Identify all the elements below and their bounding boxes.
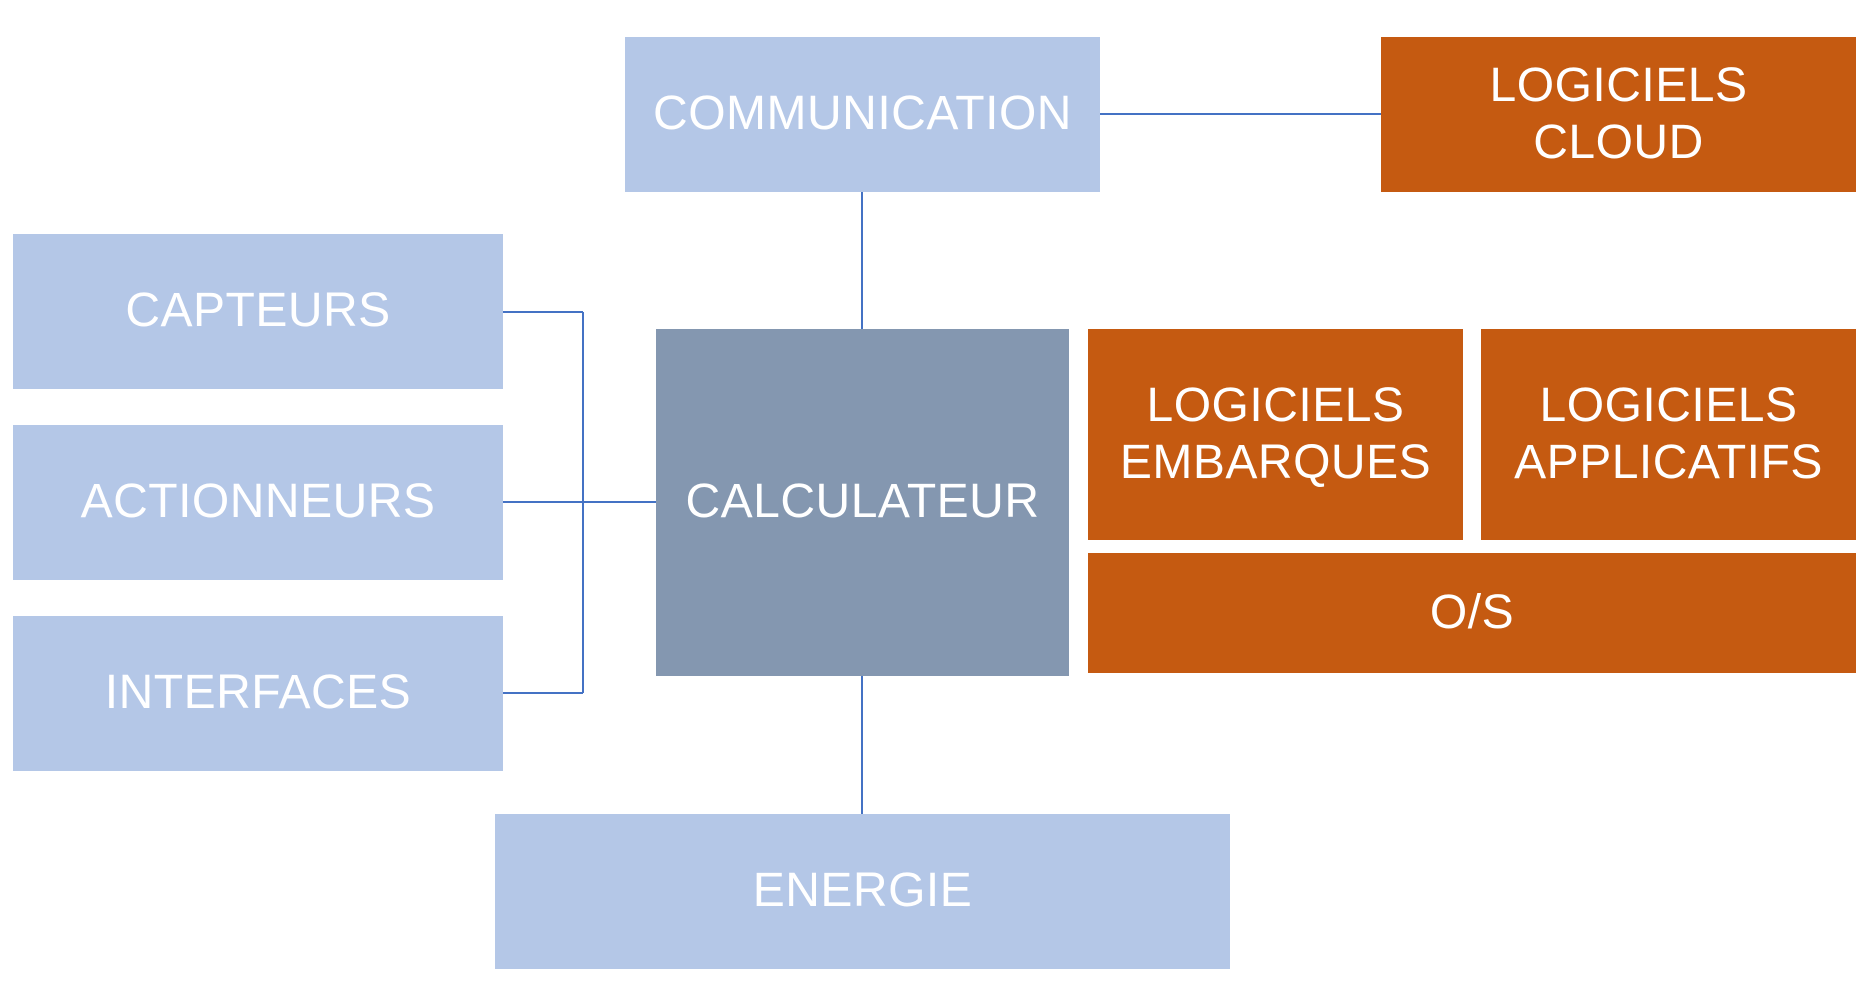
- energie-label: ENERGIE: [752, 864, 973, 918]
- logiciels-cloud-label: LOGICIELS CLOUD: [1489, 58, 1748, 169]
- os-box: O/S: [1088, 553, 1856, 673]
- energie-box: ENERGIE: [495, 814, 1230, 969]
- logiciels-embarques-label: LOGICIELS EMBARQUES: [1119, 378, 1432, 489]
- actionneurs-label: ACTIONNEURS: [80, 475, 436, 529]
- logiciels-embarques-box: LOGICIELS EMBARQUES: [1088, 329, 1463, 540]
- calculateur-box: CALCULATEUR: [656, 329, 1069, 676]
- calculateur-label: CALCULATEUR: [685, 475, 1040, 529]
- logiciels-applicatifs-label: LOGICIELS APPLICATIFS: [1514, 378, 1823, 489]
- capteurs-label: CAPTEURS: [125, 284, 391, 338]
- logiciels-cloud-box: LOGICIELS CLOUD: [1381, 37, 1856, 192]
- communication-box: COMMUNICATION: [625, 37, 1100, 192]
- os-label: O/S: [1429, 585, 1515, 639]
- capteurs-box: CAPTEURS: [13, 234, 503, 389]
- logiciels-applicatifs-box: LOGICIELS APPLICATIFS: [1481, 329, 1856, 540]
- actionneurs-box: ACTIONNEURS: [13, 425, 503, 580]
- interfaces-label: INTERFACES: [104, 666, 412, 720]
- interfaces-box: INTERFACES: [13, 616, 503, 771]
- communication-label: COMMUNICATION: [653, 87, 1072, 141]
